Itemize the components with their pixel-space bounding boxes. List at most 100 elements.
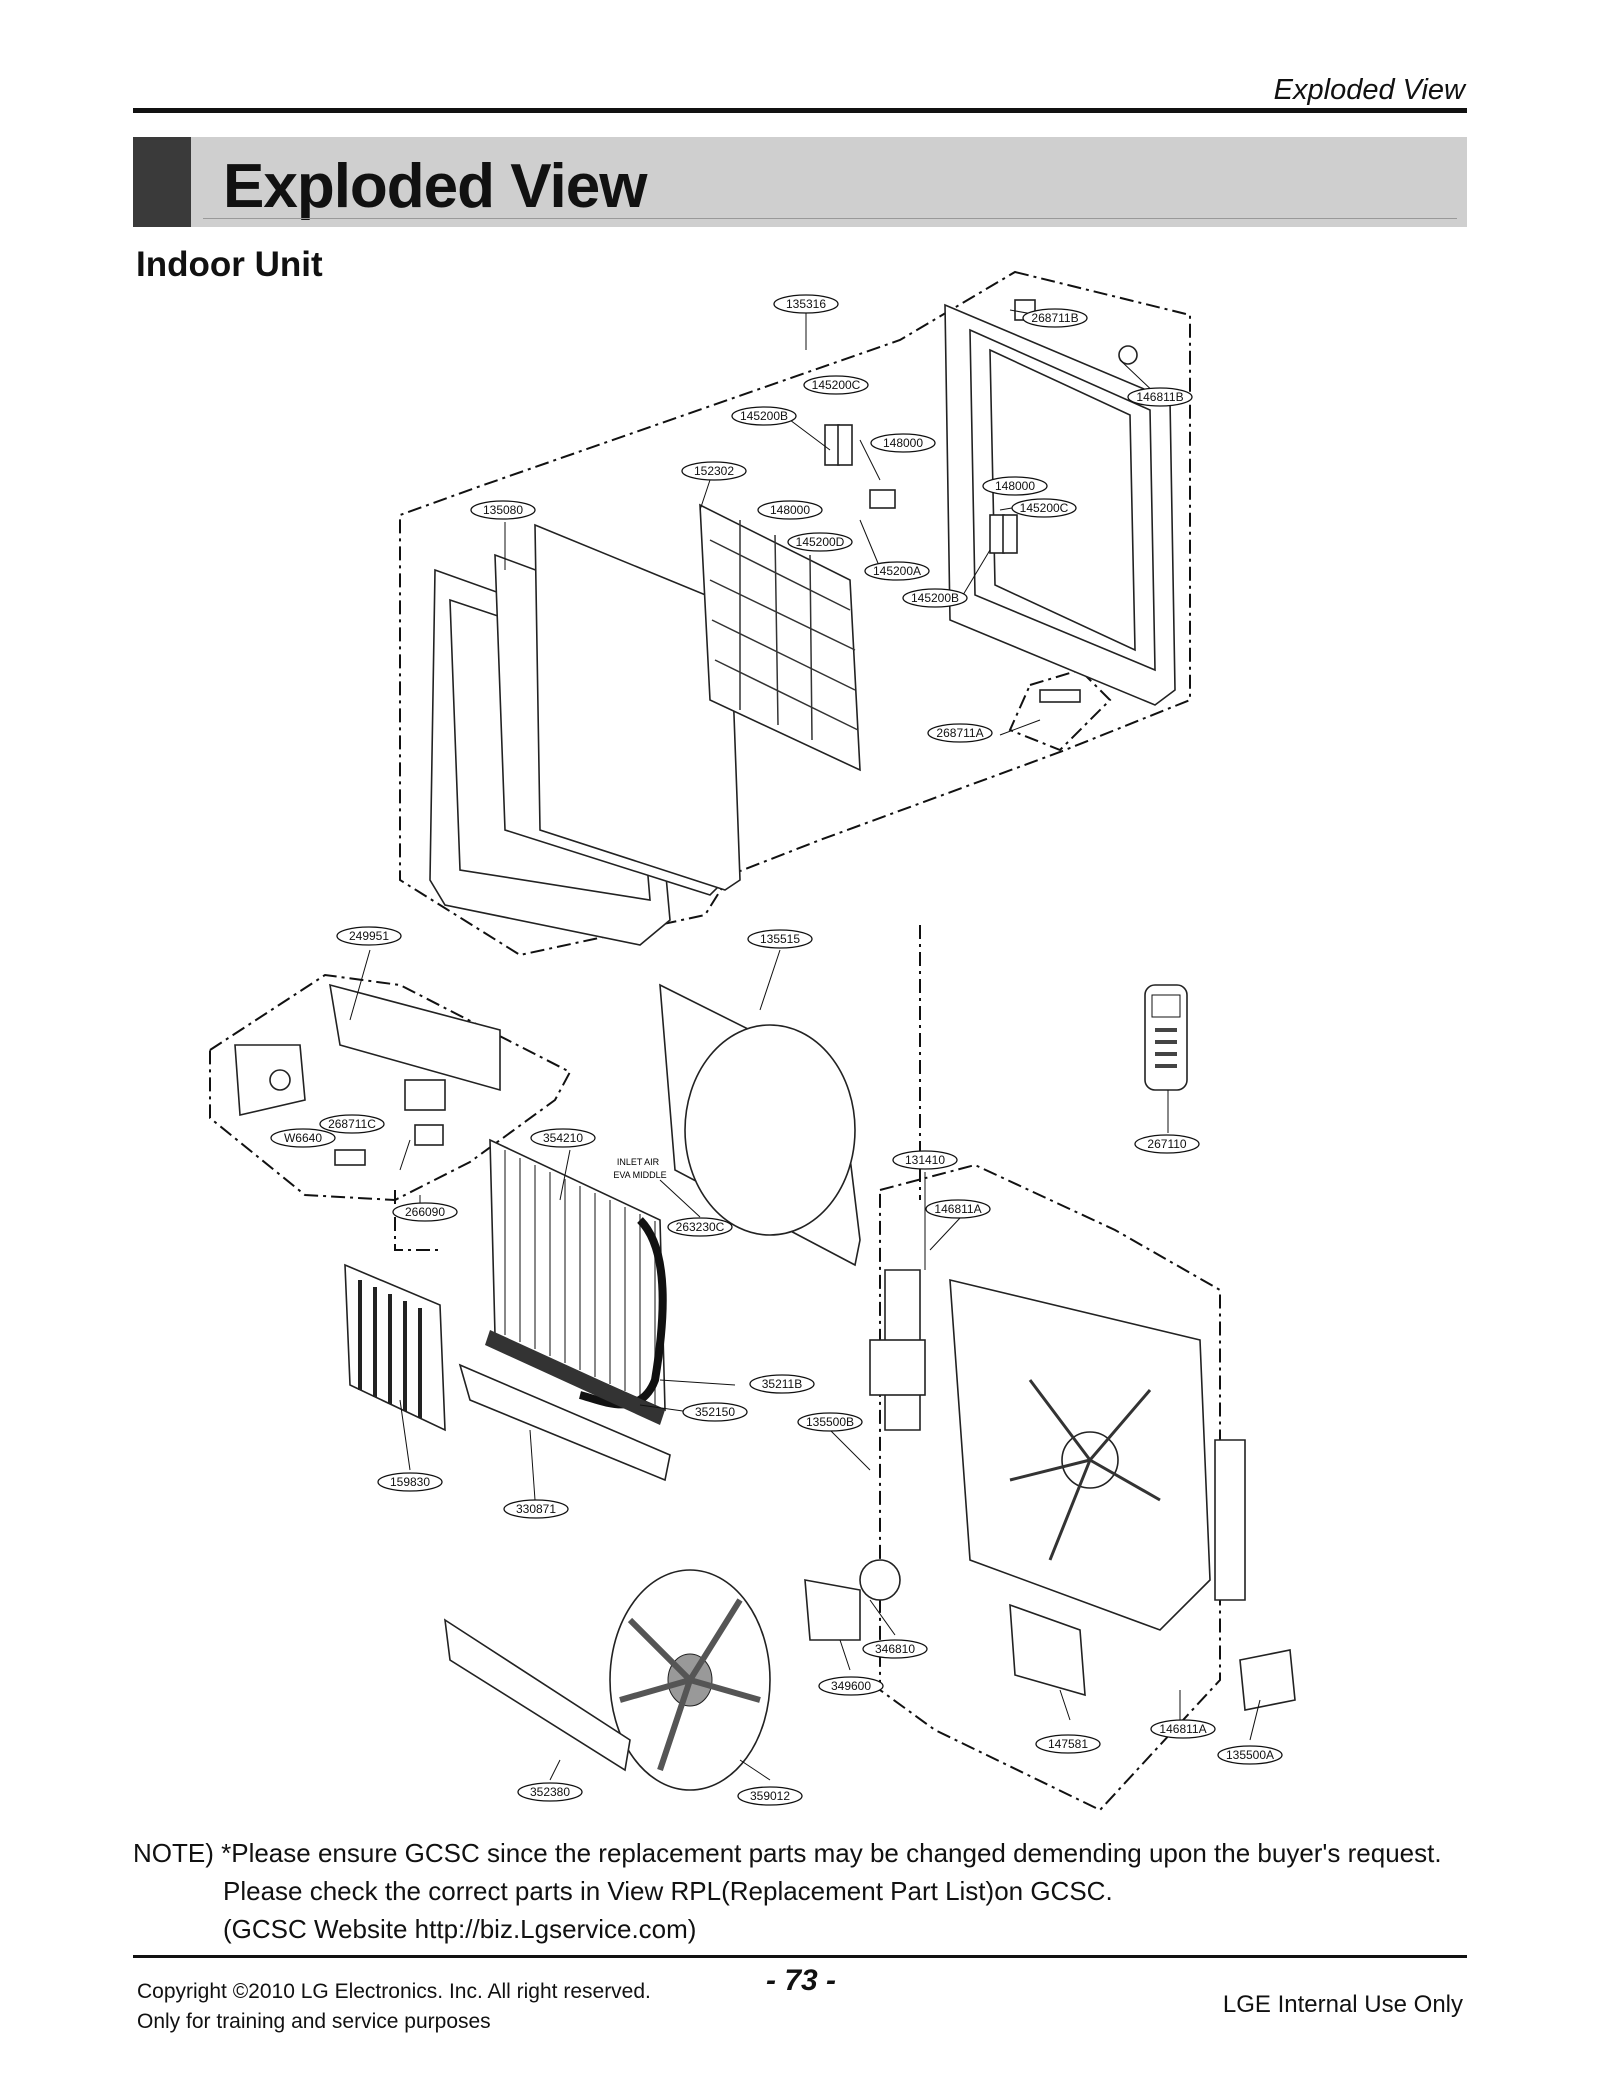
lower-frame-group-outline <box>879 1163 1221 1812</box>
svg-text:152302: 152302 <box>694 464 734 478</box>
internal-use-label: LGE Internal Use Only <box>1222 1991 1463 2018</box>
svg-text:263230C: 263230C <box>676 1220 725 1234</box>
footer-copyright: Copyright ©2010 LG Electronics. Inc. All… <box>137 1977 651 2037</box>
svg-text:35211B: 35211B <box>762 1377 802 1391</box>
part-label: 159830 <box>377 1472 443 1492</box>
part-label: 147581 <box>1035 1734 1101 1754</box>
svg-text:148000: 148000 <box>883 436 923 450</box>
motor <box>804 1339 926 1641</box>
part-label: 145200A <box>864 561 930 581</box>
filter-frame <box>534 503 861 891</box>
part-label: 145200B <box>731 406 797 426</box>
page-number: - 73 - <box>766 1964 837 1997</box>
part-label: 145200C <box>1011 498 1077 518</box>
leader-lines <box>349 309 1261 1781</box>
drain-pan <box>458 1363 671 1482</box>
part-label: 148000 <box>982 476 1048 496</box>
svg-text:268711B: 268711B <box>1031 311 1078 325</box>
cross-fan <box>609 1569 771 1791</box>
bottom-cover <box>1009 1603 1296 1711</box>
purpose-text: Only for training and service purposes <box>137 2010 491 2033</box>
part-label: 263230C <box>667 1217 733 1237</box>
lower-cabinet <box>884 1269 1246 1631</box>
side-grille <box>344 1263 446 1432</box>
small-brackets <box>824 299 1138 703</box>
part-label: 135316 <box>773 294 839 314</box>
part-label: 152302 <box>681 461 747 481</box>
part-label: 268711B <box>1022 308 1088 328</box>
svg-text:359012: 359012 <box>750 1789 790 1803</box>
title-banner: Exploded View <box>133 137 1467 227</box>
running-header: Exploded View <box>1273 74 1465 106</box>
svg-text:135500A: 135500A <box>1226 1748 1274 1762</box>
part-label: 346810 <box>862 1639 928 1659</box>
svg-text:145200B: 145200B <box>911 591 959 605</box>
part-label: 131410 <box>892 1150 958 1170</box>
coil-note-line1: INLET AIR <box>617 1157 660 1167</box>
part-label: 268711A <box>927 723 993 743</box>
control-box-group-outline <box>209 973 572 1202</box>
svg-text:145200C: 145200C <box>812 378 861 392</box>
part-label: 266090 <box>392 1202 458 1222</box>
svg-text:135316: 135316 <box>786 297 826 311</box>
part-label: 35211B <box>749 1374 815 1394</box>
svg-text:147581: 147581 <box>1048 1737 1088 1751</box>
remote-controller <box>1144 984 1188 1091</box>
header-rule <box>133 108 1467 113</box>
svg-text:349600: 349600 <box>831 1679 871 1693</box>
svg-text:145200A: 145200A <box>873 564 921 578</box>
part-label: 146811B <box>1127 387 1193 407</box>
svg-text:159830: 159830 <box>390 1475 430 1489</box>
part-label: 145200D <box>787 532 853 552</box>
note-line-3: (GCSC Website http://biz.Lgservice.com) <box>223 1914 697 1944</box>
footer-rule <box>133 1955 1467 1958</box>
part-label: 267110 <box>1134 1134 1200 1154</box>
part-label: 148000 <box>870 433 936 453</box>
part-label: 135500B <box>797 1412 863 1432</box>
part-label: 354210 <box>530 1128 596 1148</box>
svg-text:352380: 352380 <box>530 1785 570 1799</box>
svg-text:266090: 266090 <box>405 1205 445 1219</box>
part-label: 145200B <box>902 588 968 608</box>
part-label: 330871 <box>503 1499 569 1519</box>
svg-text:146811A: 146811A <box>1159 1722 1206 1736</box>
banner-block <box>133 137 191 227</box>
svg-text:267110: 267110 <box>1147 1137 1186 1151</box>
control-box <box>234 983 501 1166</box>
svg-text:268711C: 268711C <box>328 1117 376 1131</box>
svg-text:W6640: W6640 <box>284 1131 322 1145</box>
part-label: 145200C <box>803 375 869 395</box>
section-title: Indoor Unit <box>136 245 323 284</box>
part-label: 135080 <box>470 500 536 520</box>
coil-note-line2: EVA MIDDLE <box>613 1170 666 1180</box>
note-line-2: Please check the correct parts in View R… <box>223 1876 1113 1906</box>
part-label: 359012 <box>737 1786 803 1806</box>
svg-text:135500B: 135500B <box>806 1415 854 1429</box>
fan-housing <box>659 983 861 1267</box>
svg-text:146811A: 146811A <box>934 1202 981 1216</box>
part-label: 249951 <box>336 926 402 946</box>
copyright-text: Copyright ©2010 LG Electronics. Inc. All… <box>137 1980 651 2003</box>
part-label: 352380 <box>517 1782 583 1802</box>
svg-text:249951: 249951 <box>349 929 389 943</box>
note-line-1: NOTE) *Please ensure GCSC since the repl… <box>133 1838 1442 1868</box>
svg-text:148000: 148000 <box>995 479 1035 493</box>
part-label: 146811A <box>925 1199 991 1219</box>
part-label: 268711C <box>319 1114 385 1134</box>
svg-text:135515: 135515 <box>760 932 800 946</box>
part-label: 349600 <box>818 1676 884 1696</box>
part-label: 135515 <box>747 929 813 949</box>
heat-exchanger-coil <box>485 1138 667 1425</box>
svg-text:145200C: 145200C <box>1020 501 1069 515</box>
svg-text:145200B: 145200B <box>740 409 788 423</box>
page-title: Exploded View <box>223 152 647 221</box>
svg-text:148000: 148000 <box>770 503 810 517</box>
svg-text:146811B: 146811B <box>1136 390 1183 404</box>
svg-text:268711A: 268711A <box>936 726 983 740</box>
svg-text:135080: 135080 <box>483 503 523 517</box>
sensor-group-outline <box>1008 668 1112 752</box>
banner-underline <box>203 218 1457 219</box>
part-label: 148000 <box>757 500 823 520</box>
svg-text:131410: 131410 <box>905 1153 945 1167</box>
replacement-note: NOTE) *Please ensure GCSC since the repl… <box>133 1834 1442 1948</box>
